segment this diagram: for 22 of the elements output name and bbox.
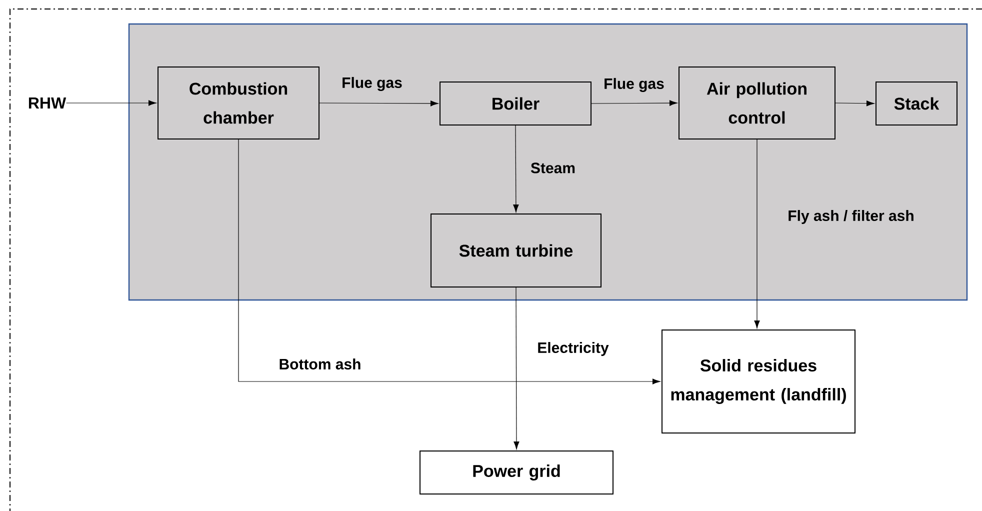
process-box: Stack: [876, 82, 958, 126]
arrow: [591, 100, 678, 106]
arrow: [319, 100, 438, 106]
process-box: Combustion chamber: [158, 66, 320, 140]
arrow: [514, 287, 520, 450]
edge-label: Steam: [530, 162, 575, 174]
arrow: [835, 100, 874, 106]
edge-label: Fly ash / filter ash: [788, 210, 914, 224]
process-box: Boiler: [440, 82, 592, 126]
edge-label: Flue gas: [604, 78, 664, 92]
arrow: [238, 139, 660, 384]
arrow: [754, 139, 760, 328]
input-label: RHW: [28, 98, 66, 108]
process-box: Steam turbine: [430, 214, 602, 288]
edge-label: Bottom ash: [280, 358, 360, 370]
process-box: Air pollution control: [678, 66, 836, 140]
edge-label: Flue gas: [342, 76, 402, 92]
arrow: [513, 125, 519, 212]
edge-label: Electricity: [538, 342, 609, 356]
process-box: Power grid: [420, 450, 614, 494]
arrow: [66, 100, 156, 106]
process-box: Solid residues management (landfill): [662, 330, 856, 434]
